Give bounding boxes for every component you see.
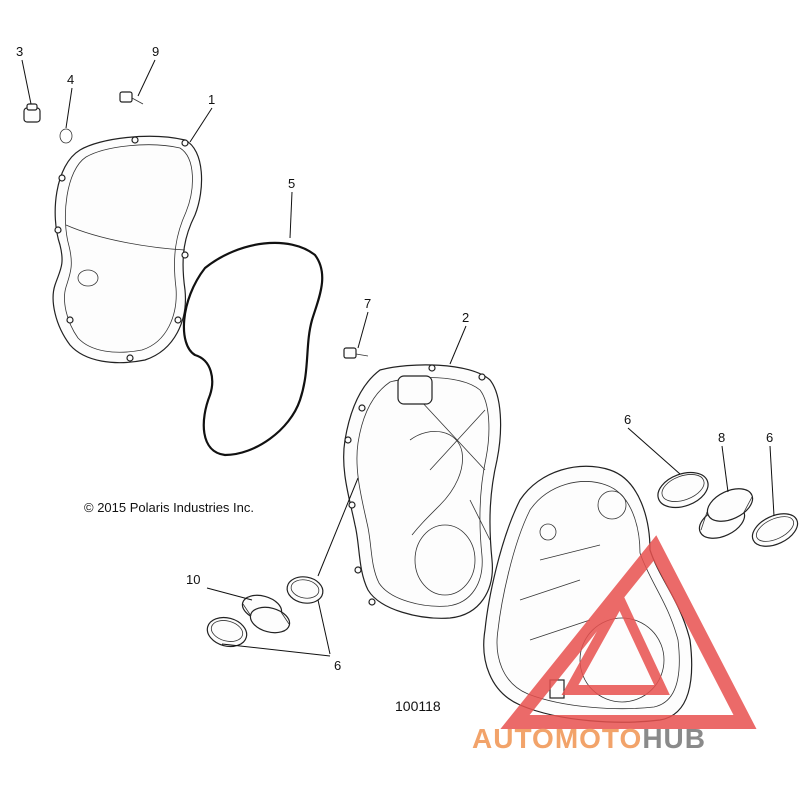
callout-3: 3 (16, 44, 23, 59)
watermark-brand-part1: AUTOMOTO (472, 723, 642, 754)
callout-9: 9 (152, 44, 159, 59)
part-6-clamp-left-upper (286, 576, 324, 604)
callout-5: 5 (288, 176, 295, 191)
callout-6-right: 6 (766, 430, 773, 445)
figure-id: 100118 (395, 698, 441, 714)
watermark-logo (500, 535, 757, 729)
part-7-bolt (343, 347, 369, 359)
watermark-brand-part2: HUB (642, 723, 706, 754)
callout-6-bottom: 6 (334, 658, 341, 673)
callout-10: 10 (186, 572, 200, 587)
callout-1: 1 (208, 92, 215, 107)
part-9-bolt (119, 91, 144, 105)
part-6-clamp-left-lower (206, 616, 248, 648)
part-10-sleeve (241, 594, 291, 634)
part-2-inner-cover (343, 364, 502, 619)
watermark-triangle-icon (500, 535, 757, 729)
callout-6-top: 6 (624, 412, 631, 427)
part-5-gasket (182, 241, 324, 457)
watermark-triangle-inner-icon (561, 589, 670, 695)
callout-2: 2 (462, 310, 469, 325)
copyright-text: © 2015 Polaris Industries Inc. (84, 500, 254, 515)
leader-lines (21, 59, 775, 657)
callout-7: 7 (364, 296, 371, 311)
part-1-outer-cover (52, 135, 203, 364)
part-3-plug (23, 103, 41, 123)
part-6-clamp-right (751, 513, 799, 547)
watermark-brand: AUTOMOTOHUB (472, 723, 706, 754)
callout-4: 4 (67, 72, 74, 87)
callout-8: 8 (718, 430, 725, 445)
part-4-o-ring (59, 128, 73, 144)
part-8-sleeve (698, 488, 754, 539)
part-6-clamp-upper-left (657, 471, 709, 509)
